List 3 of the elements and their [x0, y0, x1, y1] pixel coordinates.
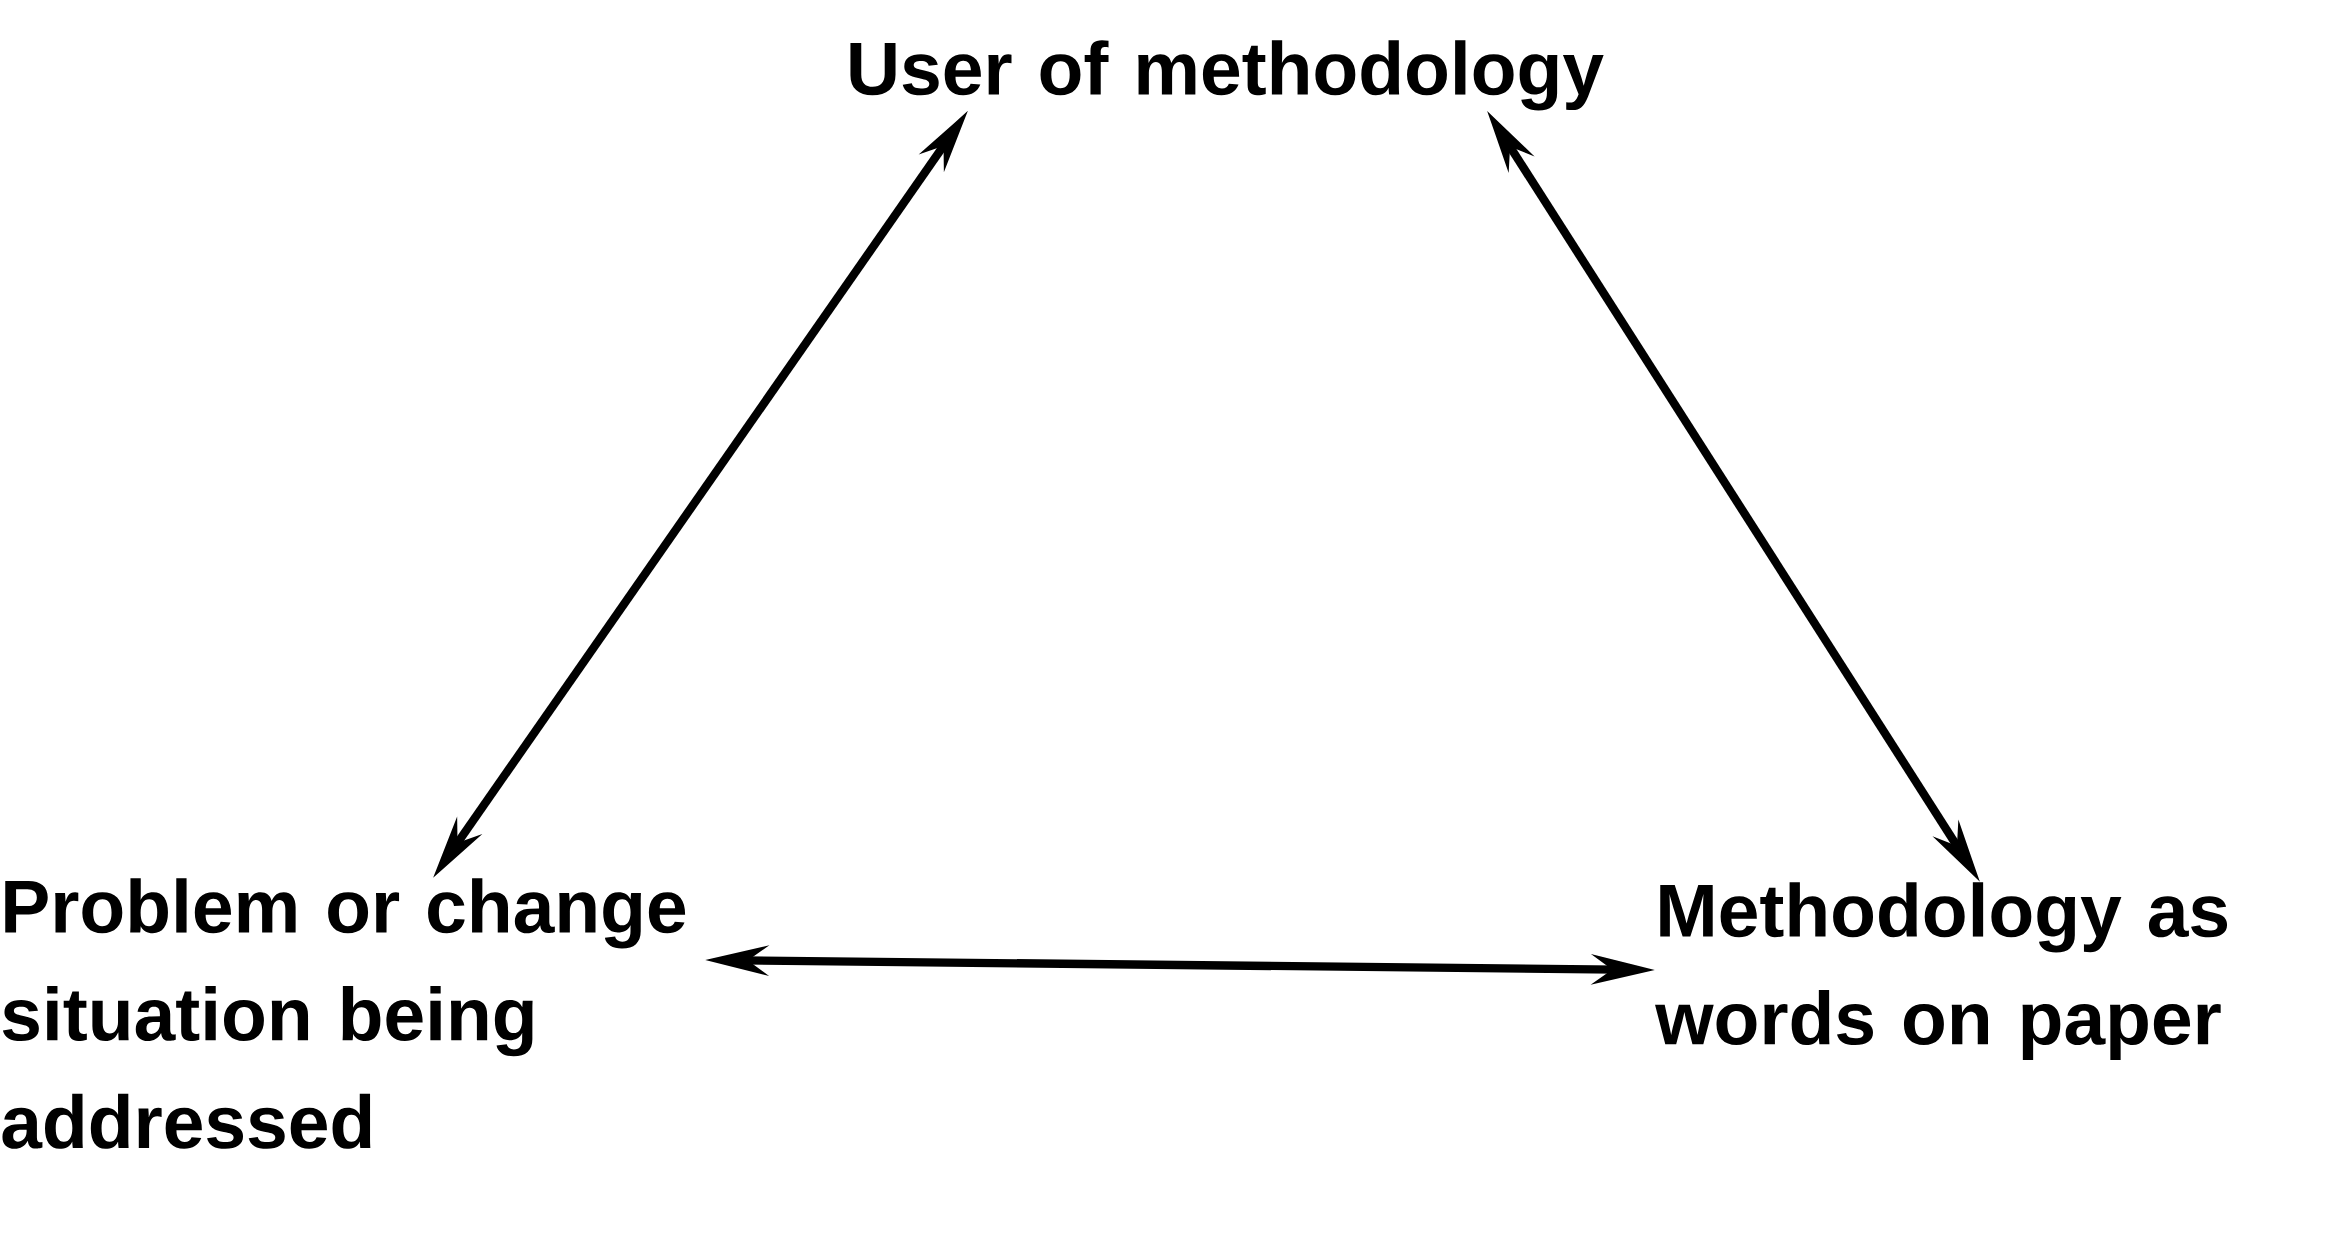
node-label: Methodology as words on paper — [1655, 882, 2228, 1060]
node-label: Problem or change situation being addressed — [2, 878, 686, 1149]
node-label: User of methodology — [850, 40, 1604, 111]
